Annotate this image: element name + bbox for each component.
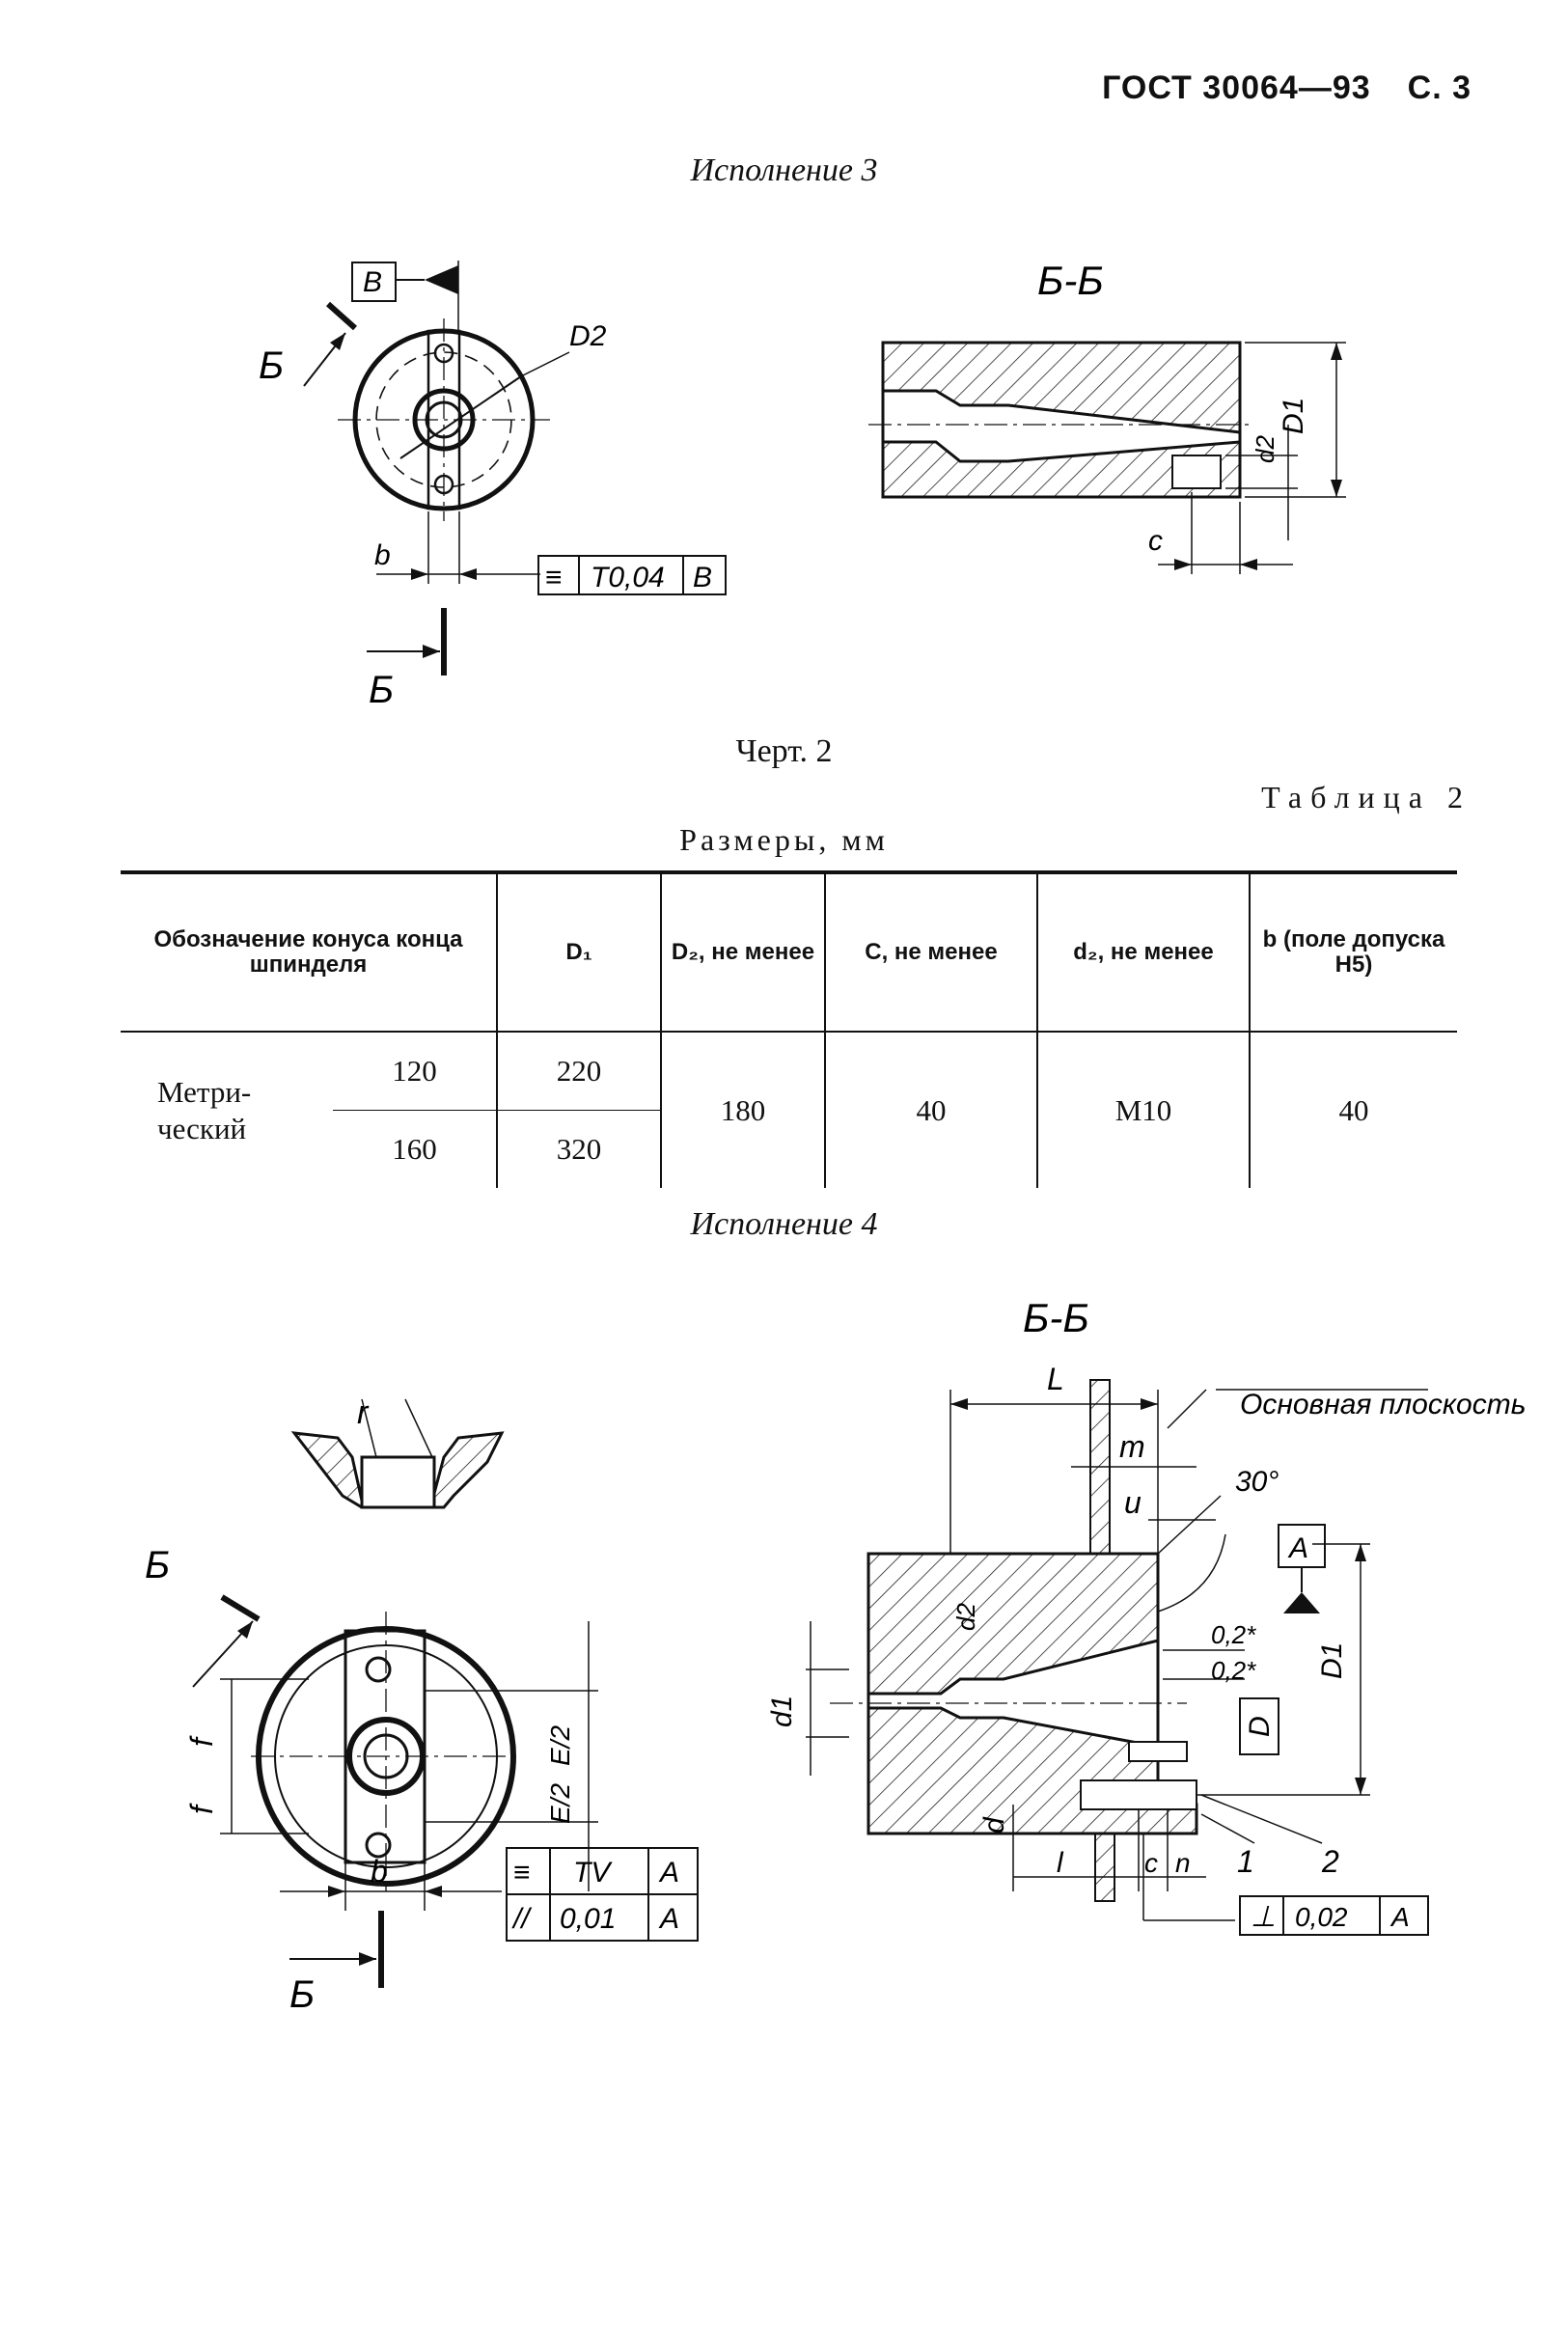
v4-f-label-bottom: f: [184, 1803, 219, 1814]
v4-c-label: c: [1144, 1848, 1158, 1878]
figure-caption: Черт. 2: [735, 733, 833, 769]
v4-L-label: L: [1047, 1362, 1064, 1396]
v3-b-label: b: [374, 539, 391, 571]
v3-tolerance-value: T0,04: [591, 562, 665, 593]
v4-tol3-value: 0,02: [1295, 1902, 1348, 1932]
v4-r-label: r: [357, 1394, 370, 1431]
dimensions-table: Обозначение конуса конца шпинделя D₁ D₂,…: [121, 870, 1457, 1188]
variant-4-caption: Исполнение 4: [690, 1206, 878, 1242]
v4-section-title: Б-Б: [1023, 1295, 1089, 1340]
v4-angle-label: 30°: [1235, 1466, 1279, 1498]
table-row: 160 320: [121, 1110, 1457, 1188]
v3-d2-diameter-label: D2: [569, 320, 607, 352]
v4-tol1-datum: A: [658, 1857, 679, 1889]
v4-n-label: n: [1175, 1848, 1191, 1878]
v3-section-title: Б-Б: [1037, 258, 1104, 303]
table-subtitle: Размеры, мм: [679, 822, 889, 857]
v4-d2-label: d2: [951, 1603, 980, 1631]
variant-4-drawing: r Б f f E/2 E/2 b ≡ TV A // 0,01 A Б Б-Б: [145, 1295, 1526, 2016]
v4-datum-D: D: [1244, 1716, 1276, 1737]
v3-c-label: c: [1148, 525, 1163, 557]
v3-front-view: [303, 261, 727, 676]
v4-d-label: d: [978, 1816, 1010, 1834]
v4-D1-label: D1: [1316, 1642, 1348, 1679]
v4-offset-label-2: 0,2*: [1211, 1656, 1256, 1685]
variant-3-drawing: В Б D2 b ≡ T0,04 В Б Б-Б D1 d2 c: [259, 258, 1346, 711]
header-D1: D₁: [496, 870, 661, 1033]
v3-section-mark-bottom: Б: [369, 669, 394, 711]
page-number: С. 3: [1407, 69, 1472, 106]
cell-D2: 180: [660, 1032, 825, 1188]
v3-section-view: [868, 341, 1346, 574]
v3-d2-label: d2: [1251, 435, 1279, 463]
v4-position-2: 2: [1321, 1844, 1339, 1879]
v4-d1-label: d1: [766, 1696, 798, 1727]
cell-d2: M10: [1036, 1032, 1250, 1188]
v4-tol3-symbol: ⊥: [1251, 1901, 1276, 1933]
cell-cone-160: 160: [392, 1132, 437, 1166]
cell-C: 40: [824, 1032, 1037, 1188]
v4-section-mark-bottom: Б: [289, 1973, 315, 2016]
cell-D1-320: 320: [496, 1110, 661, 1188]
header-cone-designation: Обозначение конуса конца шпинделя: [121, 870, 497, 1033]
v4-tol3-datum: A: [1389, 1902, 1410, 1932]
cell-b: 40: [1249, 1032, 1457, 1188]
v3-section-mark-top: Б: [259, 345, 284, 387]
v3-datum-letter: В: [363, 266, 382, 298]
v4-m-label: m: [1119, 1429, 1145, 1464]
v4-offset-label-1: 0,2*: [1211, 1620, 1256, 1649]
header-d2: d₂, не менее: [1036, 870, 1250, 1033]
v4-front-view: [192, 1398, 699, 1988]
header-C: C, не менее: [824, 870, 1037, 1033]
table-row: Метри- ческий 120 220 180 40 M10 40: [121, 1032, 1457, 1188]
v4-tol2-symbol: //: [511, 1903, 532, 1935]
v4-tol1-symbol: ≡: [513, 1857, 531, 1889]
v4-l-label: l: [1057, 1847, 1064, 1879]
v4-u-label: u: [1124, 1485, 1142, 1520]
variant-3-caption: Исполнение 3: [690, 152, 878, 188]
v3-tolerance-datum: В: [693, 562, 712, 593]
v4-E-half-label-bottom: E/2: [545, 1783, 575, 1824]
v4-base-plane-label: Основная плоскость: [1240, 1389, 1526, 1420]
v4-section-view: [806, 1379, 1429, 1936]
v4-position-1: 1: [1237, 1844, 1254, 1879]
table-header-row: Обозначение конуса конца шпинделя D₁ D₂,…: [121, 870, 1457, 1033]
header-D2: D₂, не менее: [660, 870, 825, 1033]
row-label-metric: Метри- ческий: [157, 1074, 252, 1145]
header-b: b (поле допуска H5): [1249, 870, 1457, 1033]
v4-tol2-value: 0,01: [560, 1903, 616, 1935]
cell-D1-220: 220: [496, 1032, 661, 1111]
v4-tol2-datum: A: [658, 1903, 679, 1935]
v4-E-half-label-top: E/2: [545, 1725, 575, 1766]
page-header: ГОСТ 30064—93 С. 3: [1065, 69, 1472, 107]
v4-datum-A: A: [1287, 1532, 1308, 1564]
v3-tolerance-symbol: ≡: [545, 562, 563, 593]
v4-f-label-top: f: [184, 1735, 219, 1747]
cell-cone-120: 120: [333, 1032, 497, 1111]
v4-section-mark-top: Б: [145, 1544, 170, 1586]
v4-tol1-value: TV: [573, 1857, 613, 1889]
table-number: Таблица 2: [1261, 780, 1472, 814]
v4-b-label: b: [371, 1854, 388, 1889]
v3-D1-label: D1: [1278, 398, 1309, 434]
standard-number: ГОСТ 30064—93: [1102, 69, 1371, 106]
